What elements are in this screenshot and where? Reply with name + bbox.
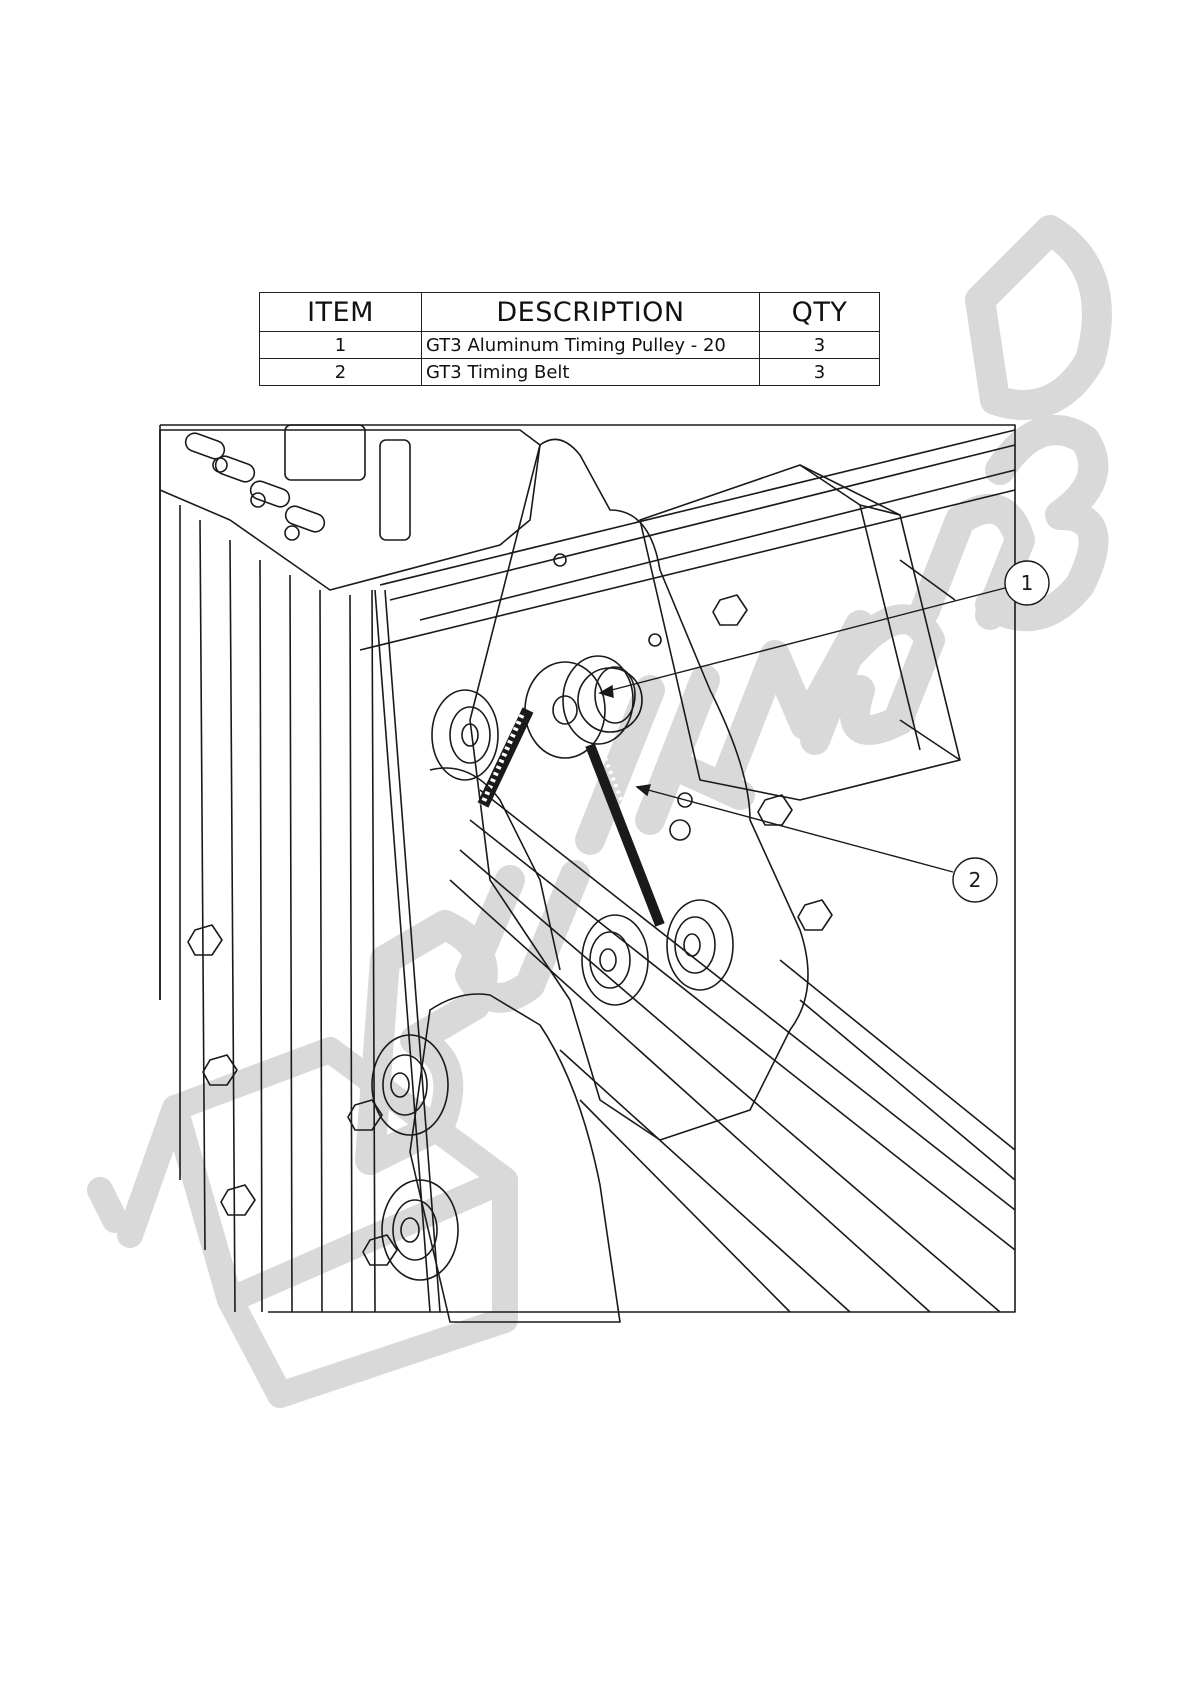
- bom-qty-cell: 3: [760, 359, 880, 386]
- leader-arrow-1: [600, 686, 613, 697]
- bom-row: 2 GT3 Timing Belt 3: [260, 359, 880, 386]
- bom-header-item: ITEM: [260, 293, 422, 332]
- middle-plate: [430, 768, 560, 970]
- view-frame: [160, 425, 1015, 1312]
- bom-item-cell: 2: [260, 359, 422, 386]
- bom-header-qty: QTY: [760, 293, 880, 332]
- bom-header-row: ITEM DESCRIPTION QTY: [260, 293, 880, 332]
- bom-row: 1 GT3 Aluminum Timing Pulley - 20 3: [260, 332, 880, 359]
- top-plate-slots: [183, 431, 327, 540]
- hex-nuts: [188, 595, 832, 1265]
- timing-pulley: [525, 656, 635, 758]
- callout-leaders: [600, 561, 1049, 902]
- bom-qty-cell: 3: [760, 332, 880, 359]
- lower-carriage-plate: [410, 994, 620, 1322]
- leader-arrow-2: [637, 785, 650, 795]
- bom-header-description: DESCRIPTION: [422, 293, 760, 332]
- shaft-collar: [285, 425, 365, 480]
- bom-item-cell: 1: [260, 332, 422, 359]
- bill-of-materials-table: ITEM DESCRIPTION QTY 1 GT3 Aluminum Timi…: [259, 292, 880, 386]
- shaft: [380, 440, 410, 540]
- bom-description-cell: GT3 Timing Belt: [422, 359, 760, 386]
- vertical-extrusion: [160, 490, 375, 1312]
- callout-label-2: 2: [969, 868, 982, 892]
- carriage-plate: [470, 439, 808, 1140]
- callout-label-1: 1: [1021, 571, 1034, 595]
- horizontal-extrusion: [360, 430, 1015, 650]
- bom-description-cell: GT3 Aluminum Timing Pulley - 20: [422, 332, 760, 359]
- vertical-belt: [375, 590, 440, 1312]
- top-plate: [160, 430, 540, 590]
